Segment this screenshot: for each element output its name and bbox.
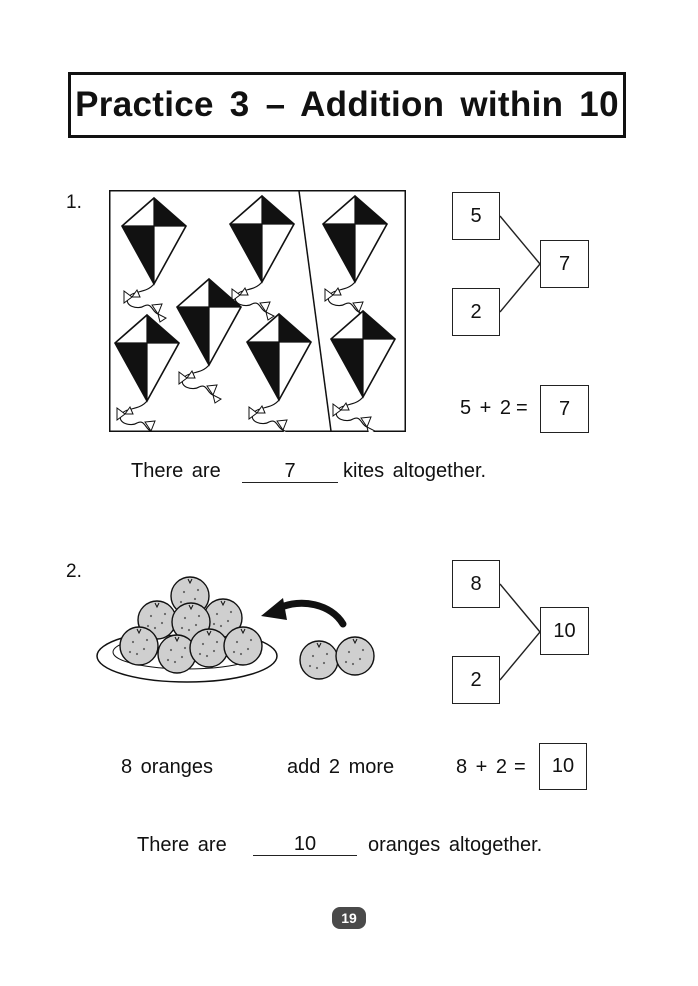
page-title: Practice 3 – Addition within 10 (75, 85, 619, 124)
bond-2-part-2: 2 (452, 656, 500, 704)
bond-2-whole: 10 (540, 607, 589, 655)
caption-add-2-more: add 2 more (287, 756, 395, 778)
sentence-1-suffix: kites altogether. (343, 460, 487, 482)
equation-2-lhs: 8 + 2 (456, 756, 508, 778)
bond-2-part-1: 8 (452, 560, 500, 608)
equation-1-lhs: 5 + 2 (460, 397, 512, 419)
sentence-2-suffix: oranges altogether. (368, 834, 543, 856)
page-number-badge: 19 (332, 907, 366, 929)
number-bond-1-lines (499, 215, 541, 313)
equation-2-equals: = (514, 756, 526, 778)
title-box: Practice 3 – Addition within 10 (68, 72, 626, 138)
caption-8-oranges: 8 oranges (121, 756, 213, 778)
equation-1-answer: 7 (540, 385, 589, 433)
sentence-2-answer: 10 (253, 830, 357, 856)
sentence-1-prefix: There are (131, 460, 221, 482)
kites-picture (109, 190, 406, 432)
equation-1-equals: = (516, 397, 528, 419)
bond-1-part-2: 2 (452, 288, 500, 336)
sentence-2-prefix: There are (137, 834, 227, 856)
sentence-1-answer: 7 (242, 458, 338, 483)
question-2-number: 2. (66, 561, 82, 582)
bond-1-part-1: 5 (452, 192, 500, 240)
oranges-plate-picture (96, 576, 375, 683)
equation-2-answer: 10 (539, 743, 587, 790)
number-bond-2-lines (499, 583, 541, 681)
bond-1-whole: 7 (540, 240, 589, 288)
question-1-number: 1. (66, 192, 82, 213)
